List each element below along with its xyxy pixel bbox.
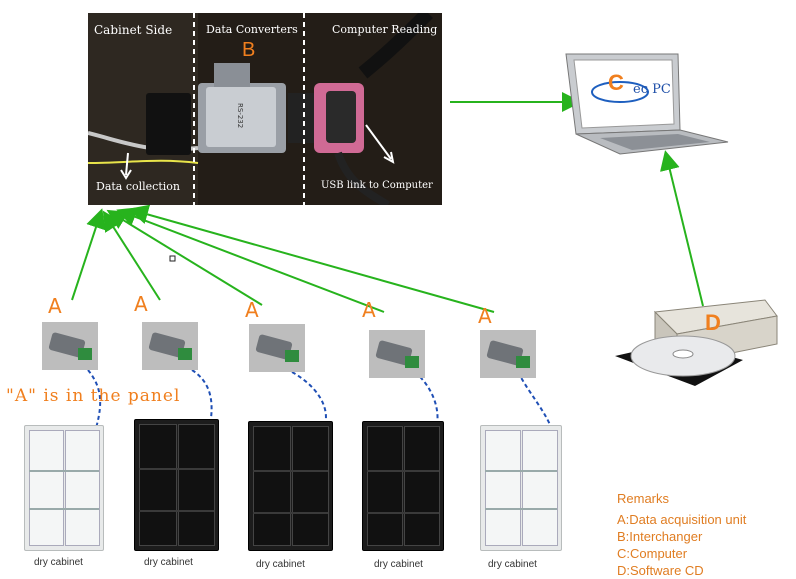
laptop-screen-text: ec PC [633,82,671,97]
dashed-link-5 [517,371,554,433]
acquisition-unit-thumbnail [249,324,305,372]
cabinet-caption-5: dry cabinet [488,559,537,570]
cabinet-caption-2: dry cabinet [144,557,193,568]
adapter-label-1: RS-232 [236,103,244,128]
panel-note: "A" is in the panel [6,386,181,406]
arrow-a5-to-photo [128,204,495,313]
acquisition-unit-thumbnail [369,330,425,378]
dry-cabinet-2 [134,419,219,551]
letter-a-5: A [478,304,492,328]
letter-c: C [608,70,624,95]
letter-b: B [242,39,256,61]
remark-item: C:Computer [617,546,688,561]
label-cabinet-side: Cabinet Side [94,23,173,37]
label-data-converters: Data Converters [206,23,298,36]
remarks-legend: Remarks A:Data acquisition unit B:Interc… [617,490,746,579]
dry-cabinet-3 [248,421,333,551]
small-square-marker [169,255,176,262]
cabinet-caption-1: dry cabinet [34,557,83,568]
dry-cabinet-1 [24,425,104,551]
remark-item: B:Interchanger [617,529,703,544]
dry-cabinet-5 [480,425,562,551]
letter-a-4: A [362,298,376,322]
cabinet-caption-4: dry cabinet [374,559,423,570]
acquisition-unit-thumbnail [142,322,198,370]
dashed-link-2 [191,369,213,443]
acquisition-unit-thumbnail [480,330,536,378]
dashed-link-4 [414,371,439,426]
arrow-a1-to-photo [71,208,106,301]
laptop-image: ec PC C [560,50,730,156]
letter-d: D [705,310,721,335]
remarks-title: Remarks [617,491,670,506]
cd-drive-image: D [615,294,780,388]
arrow-cd-to-laptop [660,150,704,307]
dry-cabinet-4 [362,421,444,551]
remark-item: A:Data acquisition unit [617,512,747,527]
label-computer-reading: Computer Reading [332,23,438,36]
arrow-a3-to-photo [106,209,263,306]
converter-photo: RS-232 Cabinet Side Data Converters Comp… [88,13,442,205]
arrow-a4-to-photo [116,207,385,313]
letter-a-1: A [48,294,62,318]
letter-a-2: A [134,292,148,316]
dashed-link-3 [291,371,327,426]
letter-a-3: A [245,298,259,322]
remark-item: D:Software CD [617,563,704,578]
label-data-collection: Data collection [96,180,180,193]
acquisition-unit-thumbnail [42,322,98,370]
cabinet-caption-3: dry cabinet [256,559,305,570]
label-usb-link: USB link to Computer [321,180,433,191]
